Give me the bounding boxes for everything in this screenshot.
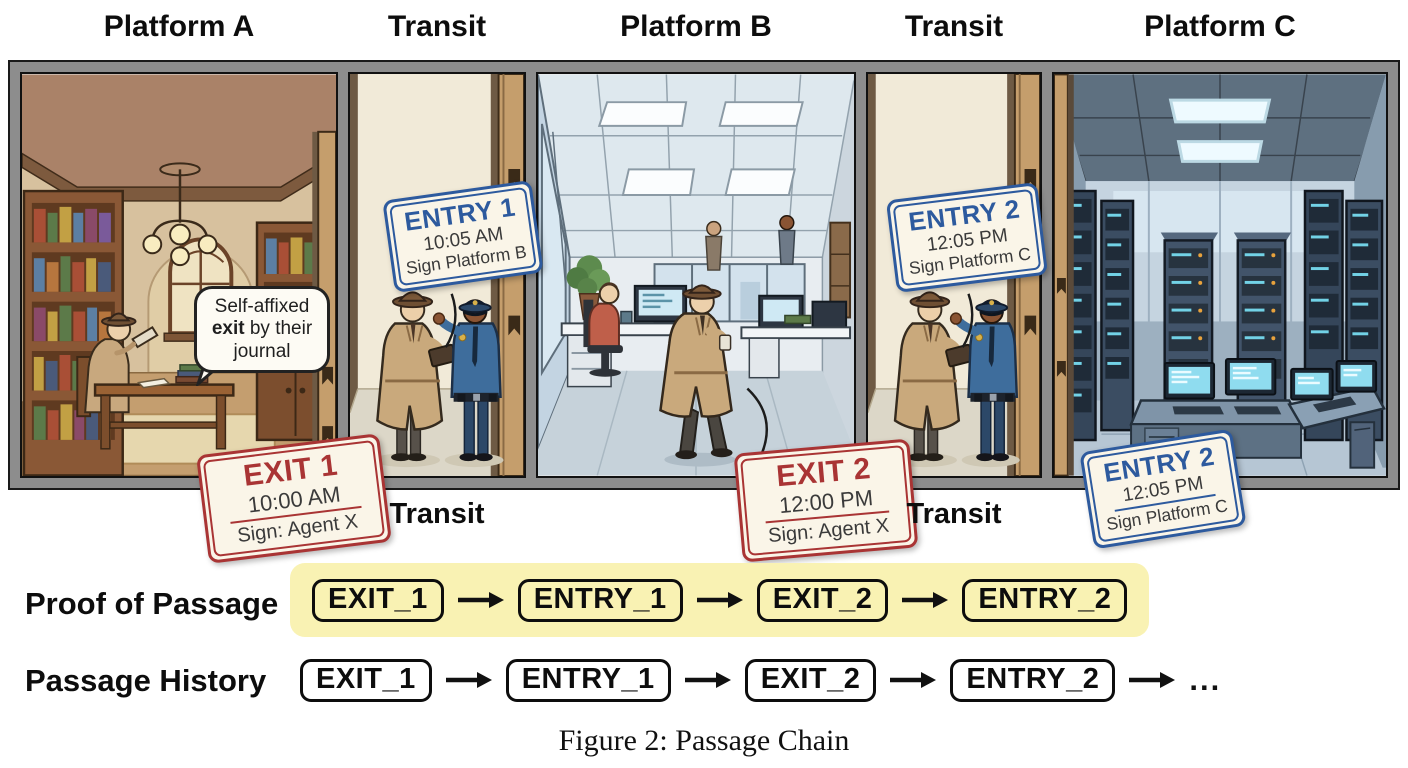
- arrow-icon: [445, 672, 492, 688]
- library-scene: [22, 74, 336, 476]
- panel-platform-b: [536, 72, 856, 478]
- background-workers: [705, 215, 852, 319]
- chain-ellipsis: ...: [1189, 662, 1222, 697]
- exit1-stamp: EXIT 1 10:00 AM Sign: Agent X: [196, 433, 392, 565]
- chain-node-entry-1: ENTRY_1: [505, 658, 671, 702]
- speech-bubble: Self-affixed exit by their journal: [194, 286, 330, 374]
- chain-node-entry-1: ENTRY_1: [517, 578, 683, 622]
- speech-bold-word: exit: [211, 318, 245, 340]
- chain-node-entry-2: ENTRY_2: [962, 578, 1128, 622]
- detective-figure: [376, 291, 457, 462]
- chain-node-entry-2: ENTRY_2: [950, 658, 1116, 702]
- panel-label-platform-c: Platform C: [1144, 10, 1296, 43]
- office-scene: [538, 74, 854, 476]
- chain-node-exit-2: EXIT_2: [744, 658, 877, 702]
- arrow-icon: [1129, 672, 1176, 688]
- exit2-stamp: EXIT 2 12:00 PM Sign: Agent X: [733, 438, 919, 563]
- server-room-scene: [1054, 74, 1386, 476]
- chain-node-exit-2: EXIT_2: [756, 578, 889, 622]
- entry2-door-stamp: ENTRY 2 12:05 PM Sign Platform C: [885, 182, 1049, 294]
- chandelier: [142, 162, 218, 267]
- panel-label-platform-b: Platform B: [620, 10, 772, 43]
- bottom-label-transit-1: Transit: [389, 498, 485, 530]
- arrow-icon: [696, 592, 743, 608]
- panel-label-platform-a: Platform A: [103, 10, 255, 43]
- speech-text-prefix: Self-affixed: [214, 296, 310, 317]
- library-desk: [93, 364, 235, 450]
- illustration-frame: [8, 60, 1400, 490]
- arrow-icon: [890, 672, 937, 688]
- bookshelf-left: [22, 189, 124, 476]
- bottom-label-transit-2: Transit: [906, 498, 1002, 530]
- officer-figure: [949, 299, 1019, 462]
- ceiling-lights: [597, 101, 804, 196]
- speech-text-suffix: by their journal: [233, 318, 313, 362]
- panel-label-transit-1: Transit: [387, 10, 487, 43]
- panel-label-transit-2: Transit: [904, 10, 1004, 43]
- seated-worker: [583, 282, 623, 377]
- figure-caption: Figure 2: Passage Chain: [558, 724, 850, 757]
- proof-of-passage-chain: EXIT_1 ENTRY_1 EXIT_2 ENTRY_2: [290, 563, 1150, 637]
- detective-walking: [659, 284, 736, 467]
- server-room-door-frame: [1054, 74, 1074, 476]
- office-plant: [566, 255, 611, 321]
- side-windows: [538, 74, 571, 451]
- chain-node-exit-1: EXIT_1: [300, 658, 432, 702]
- proof-of-passage-label: Proof of Passage: [25, 586, 279, 621]
- arrow-icon: [457, 592, 504, 608]
- chain-node-exit-1: EXIT_1: [312, 578, 444, 622]
- passage-history-label: Passage History: [25, 663, 267, 698]
- officer-figure: [432, 299, 502, 462]
- passage-history-chain: EXIT_1 ENTRY_1 EXIT_2 ENTRY_2 ...: [300, 651, 1221, 709]
- console-monitors: [1163, 358, 1378, 401]
- panel-platform-c: [1052, 72, 1388, 478]
- entry1-callout-curve: [444, 293, 457, 348]
- panel-platform-a: [20, 72, 338, 478]
- arrow-icon: [684, 672, 731, 688]
- office-desk-right: [740, 294, 852, 379]
- entry2-callout-curve: [961, 293, 974, 348]
- arrow-icon: [902, 592, 949, 608]
- ceiling-lights: [1168, 98, 1272, 163]
